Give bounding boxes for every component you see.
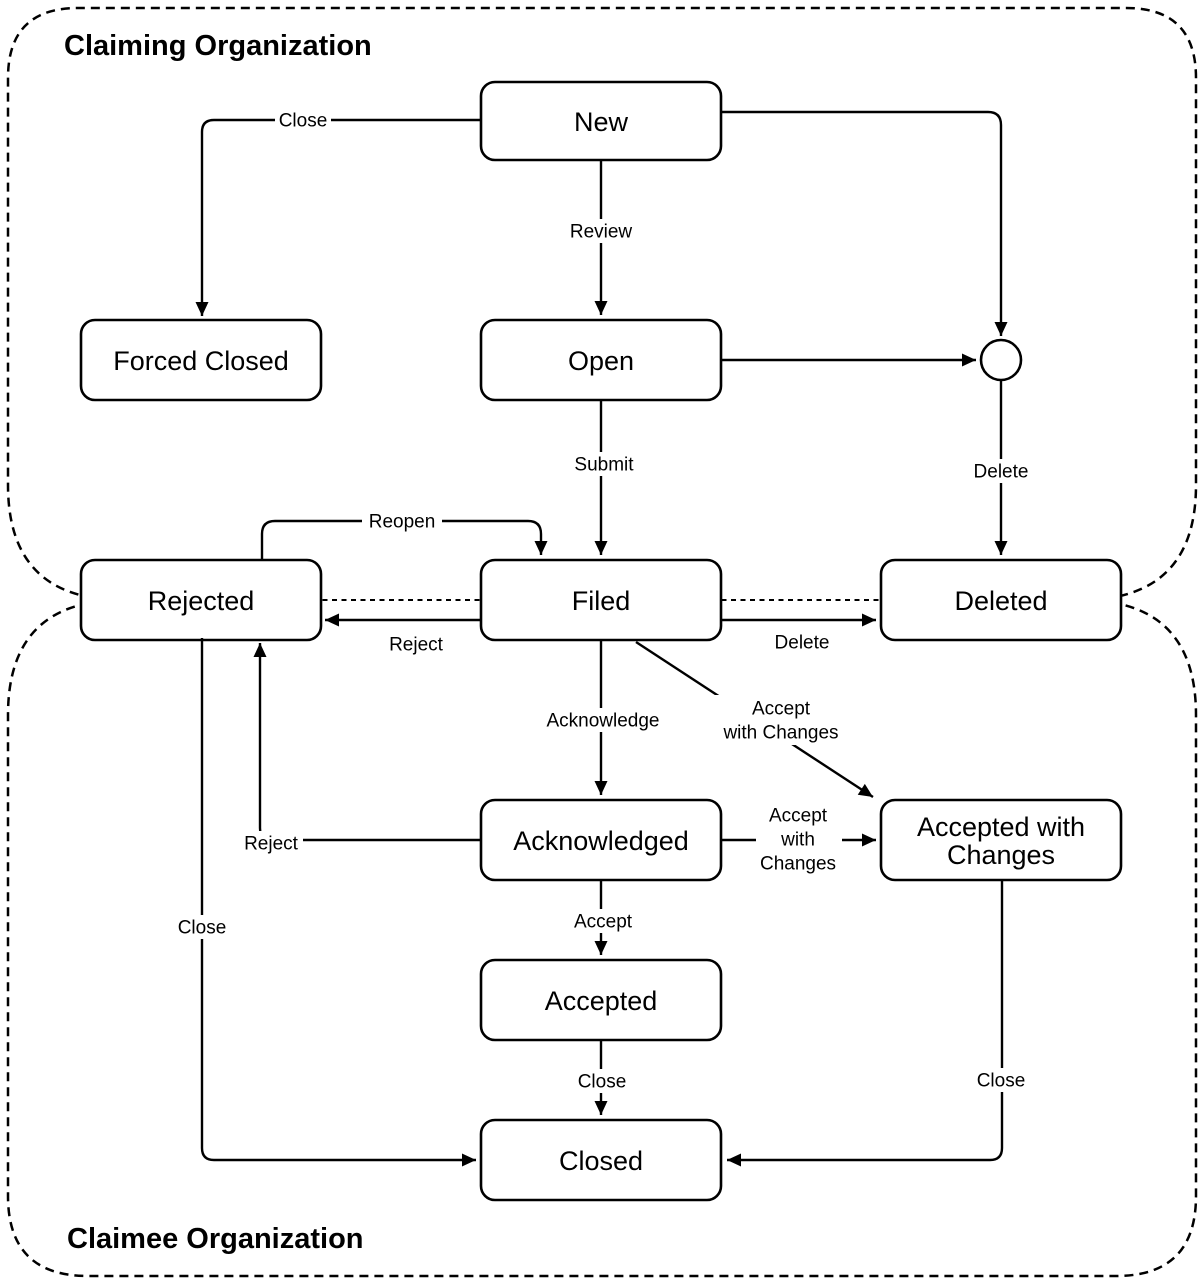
node-deleted-label: Deleted [954, 586, 1047, 616]
node-forced-closed: Forced Closed [79, 318, 323, 402]
svg-text:Accept: Accept [769, 806, 828, 827]
edge-label-delete-junction: Delete [967, 459, 1035, 483]
claimee-lane-title: Claimee Organization [67, 1223, 364, 1255]
node-closed-label: Closed [559, 1146, 643, 1176]
node-filed-label: Filed [572, 586, 631, 616]
node-acknowledged-label: Acknowledged [513, 826, 689, 856]
edge-label-reopen: Reopen [362, 509, 442, 533]
svg-text:Accept: Accept [574, 912, 633, 933]
node-filed: Filed [479, 558, 723, 642]
svg-text:Delete: Delete [775, 633, 830, 654]
node-open-label: Open [568, 346, 634, 376]
node-acknowledged: Acknowledged [479, 798, 723, 882]
svg-text:with: with [780, 830, 815, 851]
edge-label-delete-filed: Delete [768, 630, 836, 654]
edge-acknowledged-to-rejected [253, 643, 481, 842]
node-rejected-label: Rejected [148, 586, 255, 616]
svg-text:Delete: Delete [974, 462, 1029, 483]
edge-label-submit: Submit [566, 452, 642, 476]
edge-rejected-to-closed [200, 638, 476, 1167]
edge-label-close-rejected: Close [174, 915, 230, 939]
edge-label-reject-filed: Reject [386, 632, 446, 656]
junction-circle [979, 338, 1023, 382]
svg-text:Close: Close [279, 111, 328, 132]
edge-new-to-forced-closed [195, 118, 481, 316]
edge-label-reject-acknowledged: Reject [239, 831, 303, 855]
edge-label-close-awc: Close [973, 1068, 1029, 1092]
svg-text:with Changes: with Changes [722, 723, 838, 744]
svg-text:Close: Close [977, 1071, 1026, 1092]
edge-label-close-forced: Close [275, 108, 331, 132]
svg-text:Changes: Changes [760, 854, 836, 875]
svg-text:Submit: Submit [574, 455, 634, 476]
svg-text:Reject: Reject [389, 635, 444, 656]
svg-text:Accept: Accept [752, 699, 811, 720]
node-deleted: Deleted [879, 558, 1123, 642]
node-accepted: Accepted [479, 958, 723, 1042]
svg-text:Close: Close [178, 918, 227, 939]
edge-label-review: Review [562, 219, 640, 243]
claimee-lane-border [6, 598, 1198, 1278]
node-accepted-with-changes-label-line1: Accepted with [917, 812, 1085, 842]
claiming-lane-border [6, 6, 1198, 602]
edge-label-acknowledge: Acknowledge [535, 708, 671, 732]
node-rejected: Rejected [79, 558, 323, 642]
node-forced-closed-label: Forced Closed [113, 346, 289, 376]
node-accepted-with-changes: Accepted with Changes [879, 798, 1123, 882]
edge-label-accept: Accept [569, 909, 637, 933]
node-accepted-with-changes-label-line2: Changes [947, 840, 1055, 870]
svg-text:Reject: Reject [244, 834, 299, 855]
node-new-label: New [574, 107, 629, 137]
svg-text:Close: Close [578, 1072, 627, 1093]
svg-text:Reopen: Reopen [369, 512, 436, 533]
claiming-lane-title: Claiming Organization [64, 30, 372, 62]
svg-text:Acknowledge: Acknowledge [546, 711, 659, 732]
edge-label-accept-with-changes-diagonal: Accept with Changes [713, 695, 849, 745]
edge-new-to-junction [721, 110, 1008, 336]
node-closed: Closed [479, 1118, 723, 1202]
svg-text:Review: Review [570, 222, 633, 243]
edge-label-accept-with-changes-acknowledged: Accept with Changes [756, 802, 842, 875]
node-accepted-label: Accepted [545, 986, 658, 1016]
edge-accepted-with-changes-to-closed [727, 880, 1004, 1167]
node-open: Open [479, 318, 723, 402]
node-new: New [479, 80, 723, 162]
edge-label-close-accepted: Close [574, 1069, 630, 1093]
